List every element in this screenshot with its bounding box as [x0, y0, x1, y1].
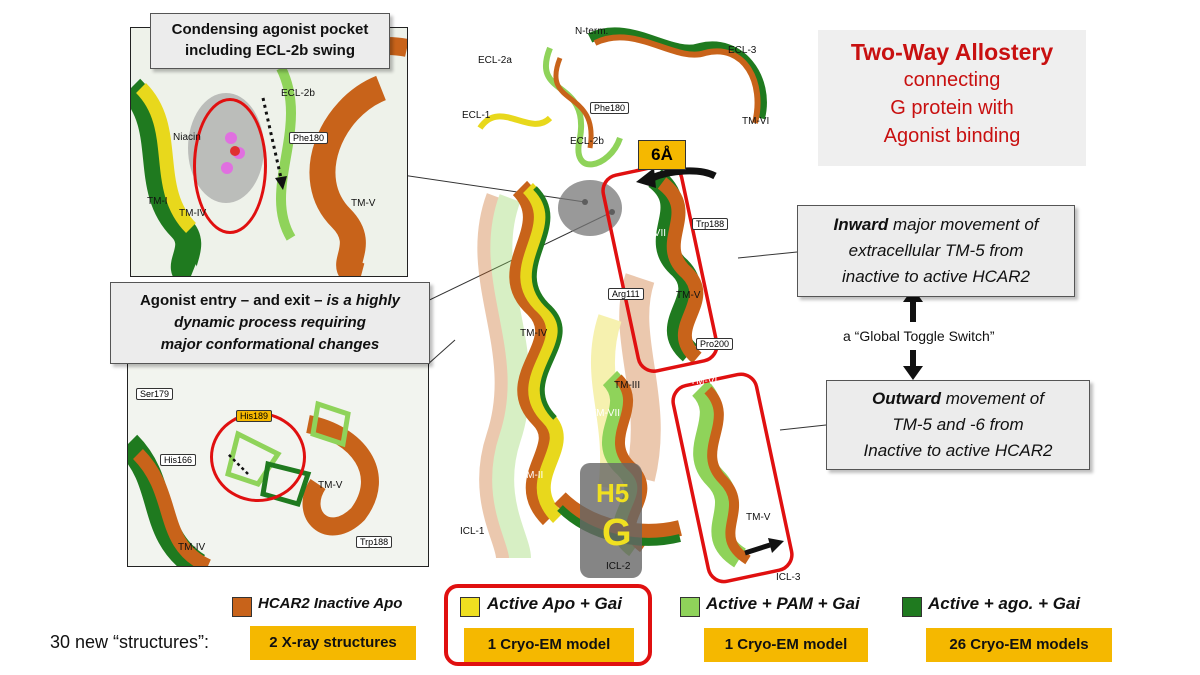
- tm-v-helix: [647, 169, 704, 364]
- icl3-arrow: [744, 542, 771, 556]
- badge-cryoem-active-pam: 1 Cryo-EM model: [704, 628, 868, 662]
- callout-inward-line3: inactive to active HCAR2: [841, 267, 1031, 286]
- inset-agonist-entry: Ser179 His189 His166 TM-V TM-IV Trp188: [127, 363, 429, 567]
- label-tm-v-lower: TM-V: [746, 512, 771, 523]
- callout-condensing-line2: including ECL-2b swing: [185, 42, 355, 59]
- title-box: Two-Way Allostery connecting G protein w…: [818, 30, 1086, 166]
- callout-entry-line1: Agonist entry – and exit – is a highly: [111, 290, 429, 312]
- callout-outward-bold: Outward: [872, 389, 941, 408]
- label-tm-vi: TM-VI: [742, 116, 770, 127]
- callout-outward-line1: Outward movement of: [827, 386, 1089, 412]
- label-n-term: N-term.: [575, 26, 609, 37]
- inset-label-tm-iv: TM-IV: [179, 208, 207, 219]
- tm-iv-helix: [509, 180, 564, 526]
- callout-outward-rest: movement of: [940, 389, 1044, 408]
- title-line1: connecting: [903, 69, 1001, 91]
- toggle-arrow-down-head: [903, 366, 923, 380]
- label-ecl2a: ECL-2a: [478, 55, 512, 66]
- binding-pocket: [558, 180, 622, 236]
- background-helices: [477, 193, 661, 560]
- inset-label-tm-i: TM-I: [147, 196, 168, 207]
- g-protein-box: [580, 463, 642, 578]
- callout-inward-line2: extracellular TM-5 from: [848, 241, 1024, 260]
- inset-label-tm-v: TM-V: [351, 198, 376, 209]
- callout-outward-line3: Inactive to active HCAR2: [863, 441, 1053, 460]
- tag-phe180: Phe180: [590, 102, 630, 114]
- tag-arg111: Arg111: [608, 288, 644, 300]
- callout-inward: Inward major movement of extracellular T…: [797, 205, 1075, 297]
- callout-entry-line3: major conformational changes: [160, 336, 380, 353]
- label-icl3: ICL-3: [776, 572, 801, 583]
- inset-label-tm-iv-bottom: TM-IV: [178, 542, 206, 553]
- six-angstrom-arrowhead: [636, 168, 656, 188]
- legend-swatch-active-ago: [902, 597, 922, 617]
- inset-tag-his166: His166: [160, 454, 197, 466]
- label-ecl1: ECL-1: [462, 110, 491, 121]
- title-line2: G protein with: [890, 97, 1014, 119]
- label-ecl3: ECL-3: [728, 45, 757, 56]
- callout-outward-line2: TM-5 and -6 from: [892, 415, 1024, 434]
- callout-condensing-pocket: Condensing agonist pocket including ECL-…: [150, 13, 390, 69]
- callout-agonist-entry: Agonist entry – and exit – is a highly d…: [110, 282, 430, 364]
- label-tm-vi-lower: TM-VI: [690, 376, 718, 387]
- tag-trp188: Trp188: [692, 218, 729, 230]
- callout-entry-part1: Agonist entry – and exit –: [139, 292, 327, 309]
- legend-swatch-active-pam: [680, 597, 700, 617]
- label-h5: H5: [596, 478, 630, 508]
- callout-inward-line1: Inward major movement of: [798, 212, 1074, 238]
- label-tm-v: TM-V: [676, 290, 701, 301]
- callout-inward-rest: major movement of: [888, 215, 1039, 234]
- inset-label-niacin: Niacin: [173, 132, 201, 143]
- inset-label-tm-v-bottom: TM-V: [318, 480, 343, 491]
- hcar2-structure-illustration: [477, 27, 794, 584]
- inset-label-ecl2b: ECL-2b: [281, 88, 315, 99]
- inset-tag-trp188: Trp188: [356, 536, 393, 548]
- inset-tag-his189: His189: [236, 410, 273, 422]
- niacin-highlight-ring: [193, 98, 267, 234]
- legend-label-inactive-apo: HCAR2 Inactive Apo: [258, 595, 403, 612]
- callout-condensing-line1: Condensing agonist pocket: [171, 21, 369, 38]
- label-icl2: ICL-2: [606, 561, 631, 572]
- callout-entry-part2: is a highly: [326, 292, 401, 309]
- connector-inward: [737, 251, 798, 259]
- label-tm-vii-lower: TM-VII: [590, 408, 620, 419]
- badge-xray-structures: 2 X-ray structures: [250, 626, 416, 660]
- label-icl1: ICL-1: [460, 526, 485, 537]
- legend-label-active-ago: Active + ago. + Gai: [928, 594, 1081, 613]
- badge-cryoem-active-ago: 26 Cryo-EM models: [926, 628, 1112, 662]
- tag-pro200: Pro200: [696, 338, 734, 350]
- legend-label-active-apo: Active Apo + Gai: [487, 594, 622, 613]
- label-tm-vii-top: TM-VII: [685, 105, 715, 116]
- label-tm-iv: TM-IV: [520, 328, 548, 339]
- active-apo-highlight-box: [444, 584, 652, 666]
- legend-swatch-inactive-apo: [232, 597, 252, 617]
- label-g: G: [602, 512, 632, 554]
- inset-tag-phe180: Phe180: [289, 132, 329, 144]
- legend-label-active-pam: Active + PAM + Gai: [706, 594, 860, 613]
- label-structure-count: 30 new “structures”:: [50, 632, 210, 652]
- title-two-way-allostery: Two-Way Allostery: [850, 39, 1054, 65]
- his189-highlight-ring: [210, 412, 306, 502]
- label-tm-i: TM-I: [464, 400, 485, 411]
- callout-outward: Outward movement of TM-5 and -6 from Ina…: [826, 380, 1090, 470]
- inset-bottom-illustration: [128, 400, 379, 566]
- label-global-toggle: a “Global Toggle Switch”: [843, 328, 995, 344]
- label-tm-iii: TM-III: [614, 380, 641, 391]
- legend-swatch-active-apo: [460, 597, 480, 617]
- label-ecl2b: ECL-2b: [570, 136, 604, 147]
- callout-inward-bold: Inward: [833, 215, 889, 234]
- six-angstrom-arrow: [650, 167, 717, 182]
- tm5-inward-highlight: [601, 163, 719, 373]
- badge-cryoem-active-apo: 1 Cryo-EM model: [464, 628, 634, 662]
- callout-entry-line2: dynamic process requiring: [174, 314, 366, 331]
- inset-tag-ser179: Ser179: [136, 388, 174, 400]
- connector-outward: [779, 424, 827, 431]
- label-tm-vii-mid: TM-VII: [636, 228, 666, 239]
- badge-six-angstrom: 6Å: [638, 140, 686, 170]
- title-line3: Agonist binding: [883, 125, 1021, 147]
- tm56-outward-highlight: [671, 372, 794, 584]
- icl3-arrowhead: [768, 538, 784, 553]
- label-tm-ii: TM-II: [520, 470, 544, 481]
- extracellular-loops: [477, 27, 767, 168]
